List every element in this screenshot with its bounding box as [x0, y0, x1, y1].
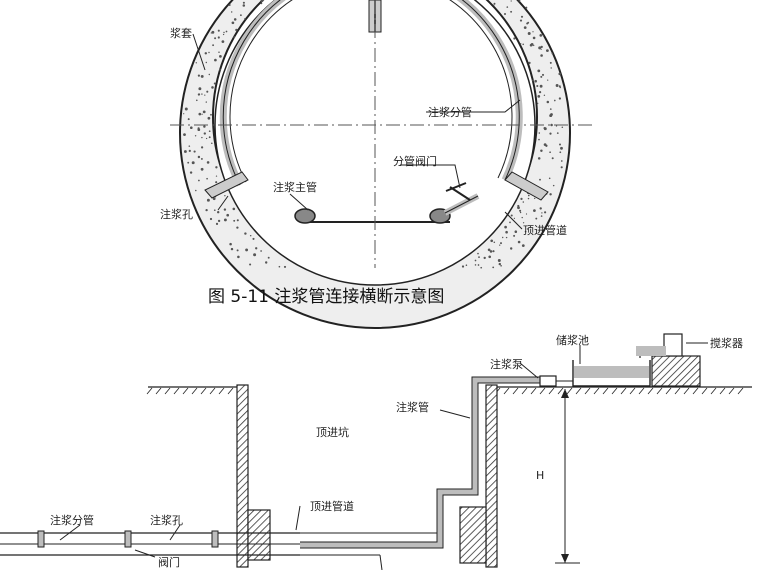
label-jacking-pipe: 顶进管道 [523, 223, 567, 237]
label-valve: 阀门 [158, 555, 180, 569]
label-branch-valve: 分管阀门 [393, 154, 437, 168]
label-jacking-pit: 顶进坑 [316, 425, 349, 439]
longitudinal-section-diagram: 储浆池 搅浆器 注浆泵 注浆管 顶进坑 顶进管道 注浆分管 注浆孔 阀门 H [0, 333, 752, 570]
main-pipe-left [294, 208, 316, 224]
thrust-block-left [247, 509, 271, 561]
figure-caption: 图 5-11 注浆管连接横断示意图 [208, 287, 444, 307]
grout-pipe [300, 377, 545, 548]
label-branch-pipe: 注浆分管 [428, 105, 472, 119]
pipe-joint [124, 530, 132, 548]
label-grout-hole-2: 注浆孔 [150, 513, 183, 527]
label-grout-pump: 注浆泵 [490, 357, 523, 371]
pit-wall-right [485, 384, 498, 568]
pipe-joint [37, 530, 45, 548]
label-jacking-pipe-2: 顶进管道 [310, 499, 354, 513]
label-slurry-jacket: 浆套 [170, 26, 192, 40]
pit-wall-left [236, 384, 249, 568]
right-hole [504, 171, 549, 201]
label-mixer: 搅浆器 [710, 336, 743, 350]
label-height: H [536, 469, 544, 482]
thrust-block-right [459, 506, 487, 564]
cross-section-diagram: 浆套 注浆分管 分管阀门 注浆主管 注浆孔 顶进管道 图 5-11 注浆管连接横… [160, 0, 595, 329]
label-main-pipe: 注浆主管 [273, 180, 317, 194]
grout-pump [539, 375, 557, 387]
label-grout-hole: 注浆孔 [160, 207, 193, 221]
storage-tank [572, 360, 651, 387]
mixer-motor [663, 333, 683, 357]
label-grout-pipe: 注浆管 [396, 400, 429, 414]
mixer-box [651, 355, 701, 387]
pipe-joints [37, 530, 219, 548]
ground-hatch-ticks [146, 387, 744, 395]
label-branch-pipe-2: 注浆分管 [50, 513, 94, 527]
label-storage-tank: 储浆池 [556, 333, 589, 347]
left-hole [204, 171, 249, 199]
valve-stem [449, 186, 471, 201]
pipe-joint [211, 530, 219, 548]
